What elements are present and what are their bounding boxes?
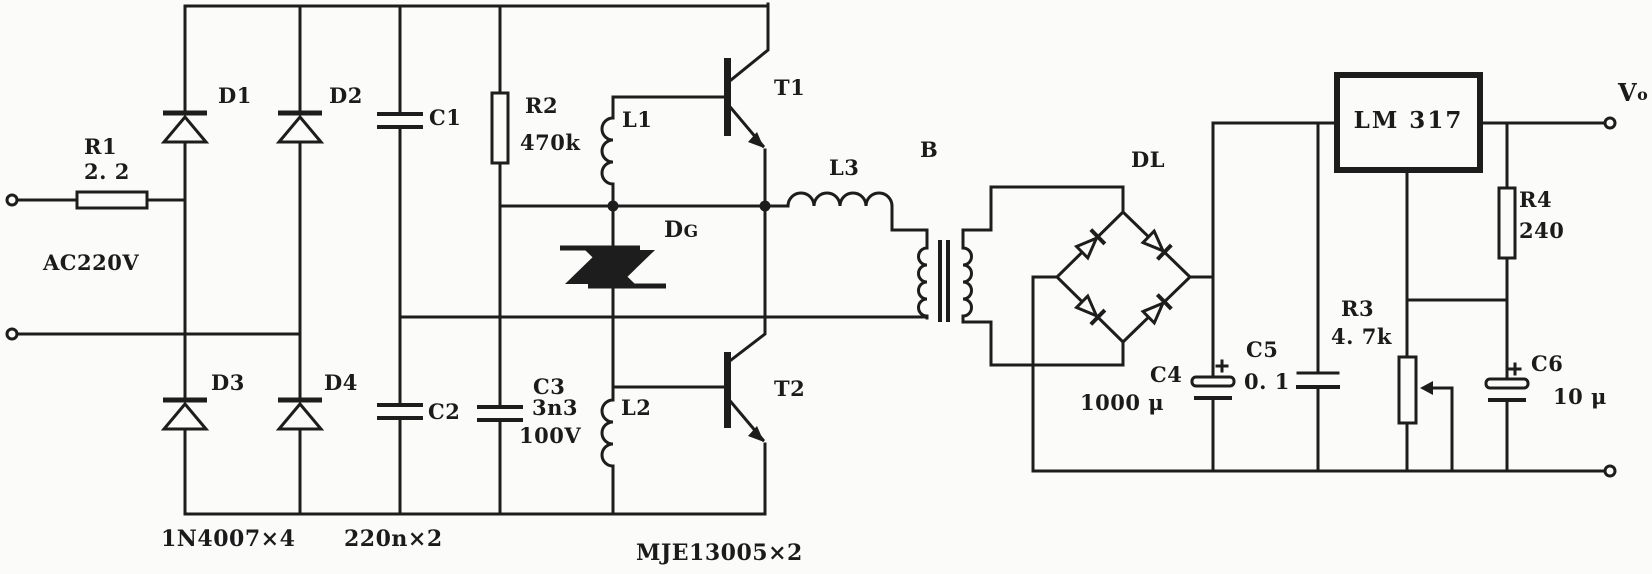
label-c4-value: 1000 μ xyxy=(1080,390,1165,415)
label-dg-g: G xyxy=(683,222,699,242)
diode-d4 xyxy=(275,397,325,431)
label-r2-value: 470k xyxy=(520,130,581,155)
transformer-b xyxy=(917,185,1125,367)
label-ac-input: AC220V xyxy=(43,250,140,275)
label-c5: C5 xyxy=(1246,337,1279,362)
diode-d3 xyxy=(160,397,210,431)
label-dg-d: D xyxy=(664,217,684,243)
label-c3-value: 3n3 xyxy=(532,395,578,420)
label-dg: DG xyxy=(664,218,699,242)
transistor-t1 xyxy=(724,2,770,208)
label-b: B xyxy=(920,137,939,162)
label-c4: C4 xyxy=(1150,362,1183,387)
label-r4: R4 xyxy=(1519,187,1553,212)
inductor-l2 xyxy=(600,385,615,516)
wiper-arrow xyxy=(1420,381,1433,395)
plus-mark xyxy=(1508,362,1522,376)
bridge-diode xyxy=(1140,293,1173,326)
diode-d1 xyxy=(160,110,210,144)
label-c6-value: 10 μ xyxy=(1553,384,1607,409)
label-c5-value: 0. 1 xyxy=(1244,369,1290,394)
resistor-r4 xyxy=(1497,121,1517,302)
terminal-output-return xyxy=(1603,464,1617,478)
label-vo-o: o xyxy=(1637,85,1649,104)
label-d4: D4 xyxy=(324,370,358,395)
resistor-r1 xyxy=(75,190,187,210)
note-diodes: 1N4007×4 xyxy=(161,526,296,552)
capacitor-c4 xyxy=(1190,359,1236,400)
transformer-core-bar xyxy=(938,240,942,322)
label-t2: T2 xyxy=(774,376,806,401)
note-caps: 220n×2 xyxy=(344,526,443,552)
bridge-diode xyxy=(1073,293,1107,326)
wire-adj-pin xyxy=(1405,168,1509,359)
capacitor-c6 xyxy=(1484,362,1530,402)
label-r4-value: 240 xyxy=(1519,218,1565,243)
label-vo: Vo xyxy=(1618,78,1649,107)
capacitor-c5 xyxy=(1296,371,1340,389)
label-r1-value: 2. 2 xyxy=(84,159,130,184)
terminal-vo xyxy=(1603,116,1617,130)
label-t1: T1 xyxy=(774,75,806,100)
label-c1: C1 xyxy=(429,105,462,130)
label-c3: C3 xyxy=(533,374,566,399)
regulator-lm317-box xyxy=(1334,72,1483,173)
label-c3-voltage: 100V xyxy=(519,423,582,448)
wire-dl-negative-return xyxy=(1031,275,1059,473)
label-d3: D3 xyxy=(211,370,245,395)
diac-dg xyxy=(560,204,666,389)
label-r3: R3 xyxy=(1341,296,1375,321)
label-c6: C6 xyxy=(1531,351,1564,376)
terminal-ac-input-2 xyxy=(5,327,302,341)
label-l3: L3 xyxy=(829,155,860,180)
capacitor-c2 xyxy=(377,403,423,420)
inductor-l1 xyxy=(600,95,615,208)
label-lm317: LM 317 xyxy=(1353,107,1464,134)
transistor-t2 xyxy=(724,204,767,516)
diode-d2 xyxy=(275,110,325,144)
bridge-diode xyxy=(1140,228,1173,261)
wire-oscillator-node-rail xyxy=(498,200,771,212)
transformer-core-bar xyxy=(946,240,950,322)
label-c2: C2 xyxy=(428,399,461,424)
label-l2: L2 xyxy=(621,395,652,420)
label-r1: R1 xyxy=(84,134,118,159)
label-d2: D2 xyxy=(329,83,363,108)
capacitor-c1 xyxy=(377,112,423,129)
capacitor-c3 xyxy=(477,405,523,422)
label-r3-value: 4. 7k xyxy=(1331,324,1392,349)
label-r2: R2 xyxy=(525,93,559,118)
bridge-rectifier-dl xyxy=(1054,209,1193,345)
label-dl: DL xyxy=(1131,147,1165,172)
terminal-ac-input-1 xyxy=(5,193,79,207)
label-l1: L1 xyxy=(622,107,653,132)
label-d1: D1 xyxy=(218,83,252,108)
plus-mark xyxy=(1215,359,1229,373)
label-vo-v: V xyxy=(1618,78,1638,107)
inductor-l3 xyxy=(763,191,929,250)
resistor-r2 xyxy=(490,91,510,165)
note-transistors: MJE13005×2 xyxy=(636,540,803,566)
potentiometer-r3 xyxy=(1397,355,1454,473)
bridge-diode xyxy=(1073,228,1107,261)
